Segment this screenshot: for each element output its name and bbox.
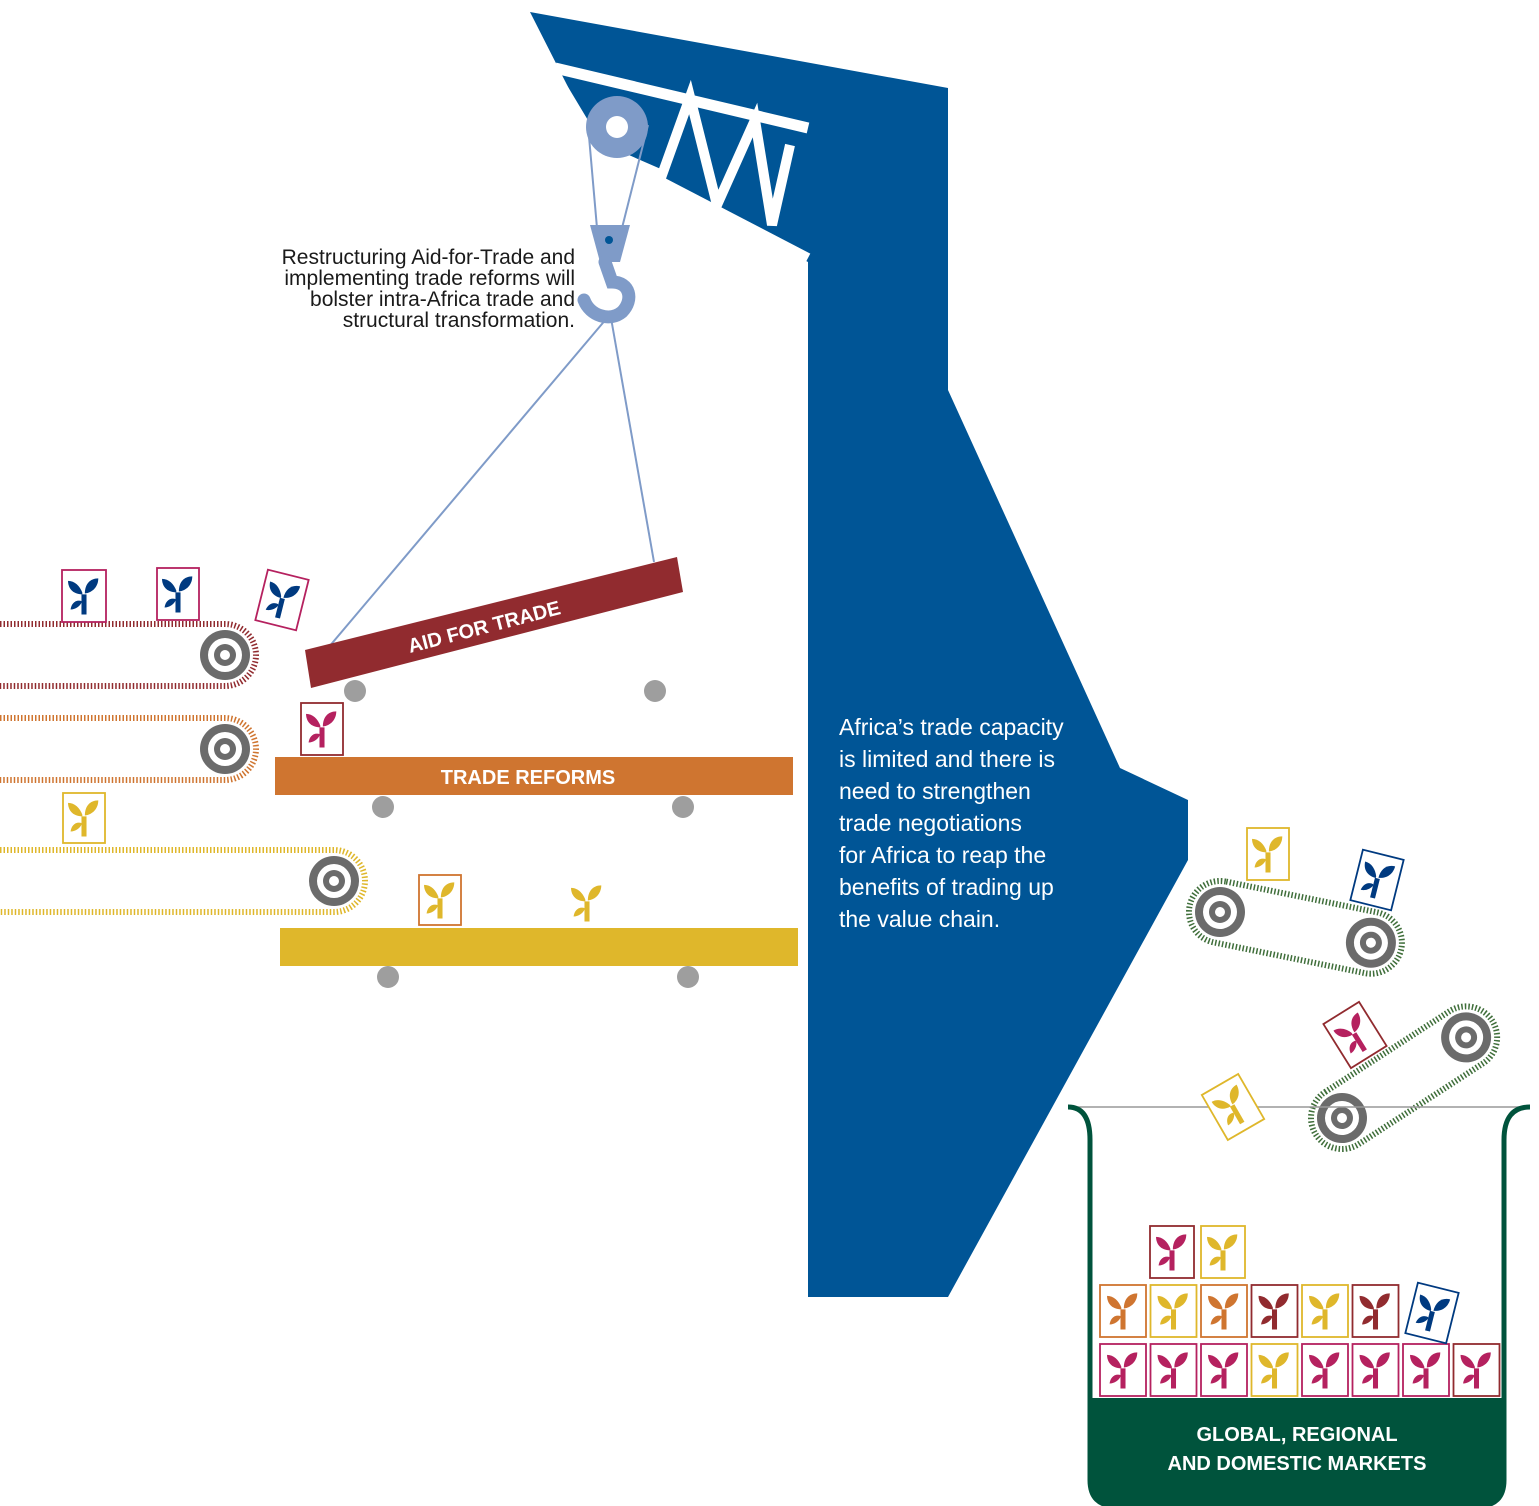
market-label-line1: GLOBAL, REGIONAL	[1196, 1424, 1397, 1446]
market-container: GLOBAL, REGIONAL AND DOMESTIC MARKETS	[1067, 1104, 1531, 1506]
capacity-caption-line: is limited and there is	[839, 746, 1056, 772]
product-box	[61, 569, 107, 623]
capacity-caption-line: for Africa to reap the	[839, 842, 1047, 868]
product-box	[254, 568, 310, 632]
product-box	[1200, 1225, 1246, 1279]
product-box	[1149, 1284, 1198, 1338]
conveyor-wheel-icon	[309, 856, 359, 906]
roller-dot	[344, 680, 366, 702]
conveyor-green-upper	[1186, 878, 1405, 977]
crane-caption-line: structural transformation.	[342, 309, 575, 332]
product-box	[1351, 1284, 1400, 1338]
product-box	[418, 874, 462, 926]
roller-dot	[672, 796, 694, 818]
product-box	[1149, 1225, 1195, 1279]
crane-truss	[602, 79, 795, 227]
aid-for-trade-bar: AID FOR TRADE	[305, 557, 683, 688]
product-box	[1099, 1284, 1147, 1338]
product-box	[1099, 1343, 1147, 1397]
capacity-caption-line: benefits of trading up	[839, 874, 1054, 900]
roller-dot	[372, 796, 394, 818]
conveyor-wheel-icon	[1190, 882, 1250, 942]
product-box	[1322, 1000, 1388, 1070]
trade-reforms-bar: TRADE REFORMS	[275, 757, 793, 795]
crane-caption-line: Restructuring Aid-for-Trade and	[281, 246, 575, 269]
conveyor-wheel-icon	[200, 724, 250, 774]
product-box	[1402, 1343, 1450, 1397]
capacity-caption-line: need to strengthen	[839, 778, 1031, 804]
product-box	[1200, 1343, 1248, 1397]
pulley-assembly	[327, 96, 655, 649]
product-box	[62, 792, 106, 844]
product-box	[1246, 827, 1290, 881]
roller-dot	[677, 966, 699, 988]
product-boxes	[61, 567, 1501, 1397]
product-box	[1250, 1284, 1299, 1338]
roller-dot	[377, 966, 399, 988]
conveyor-red	[0, 621, 259, 689]
product-box	[1404, 1281, 1460, 1345]
conveyor-wheel-icon	[200, 630, 250, 680]
conveyor-gold	[0, 847, 368, 915]
crane	[530, 12, 1188, 1297]
capacity-caption-line: the value chain.	[839, 906, 1001, 932]
plant-sprout-icon	[571, 885, 602, 922]
roller-dot	[644, 680, 666, 702]
product-box	[1452, 1343, 1501, 1397]
product-box	[1200, 1072, 1266, 1142]
crane-caption: Restructuring Aid-for-Trade and implemen…	[150, 247, 575, 331]
trade-reforms-label: TRADE REFORMS	[441, 767, 615, 789]
product-box	[156, 567, 200, 621]
market-label-line2: AND DOMESTIC MARKETS	[1168, 1453, 1427, 1475]
product-box	[1351, 1343, 1400, 1397]
crane-caption-line: implementing trade reforms will	[284, 267, 575, 290]
crane-caption-line: bolster intra-Africa trade and	[310, 288, 575, 311]
product-box	[300, 702, 344, 756]
product-box	[1200, 1284, 1248, 1338]
conveyor-green-lower	[1307, 1002, 1501, 1153]
capacity-caption-line: trade negotiations	[839, 810, 1022, 836]
capacity-caption-line: Africa’s trade capacity	[839, 714, 1064, 740]
product-box	[1301, 1343, 1349, 1397]
product-box	[1149, 1343, 1198, 1397]
product-box	[1349, 848, 1405, 912]
product-box	[1250, 1343, 1299, 1397]
product-box	[571, 885, 602, 922]
product-box	[1301, 1284, 1349, 1338]
gold-bar	[280, 928, 798, 966]
capacity-caption: Africa’s trade capacity is limited and t…	[839, 711, 1139, 935]
conveyor-orange	[0, 715, 259, 783]
crane-body	[530, 12, 1188, 1297]
